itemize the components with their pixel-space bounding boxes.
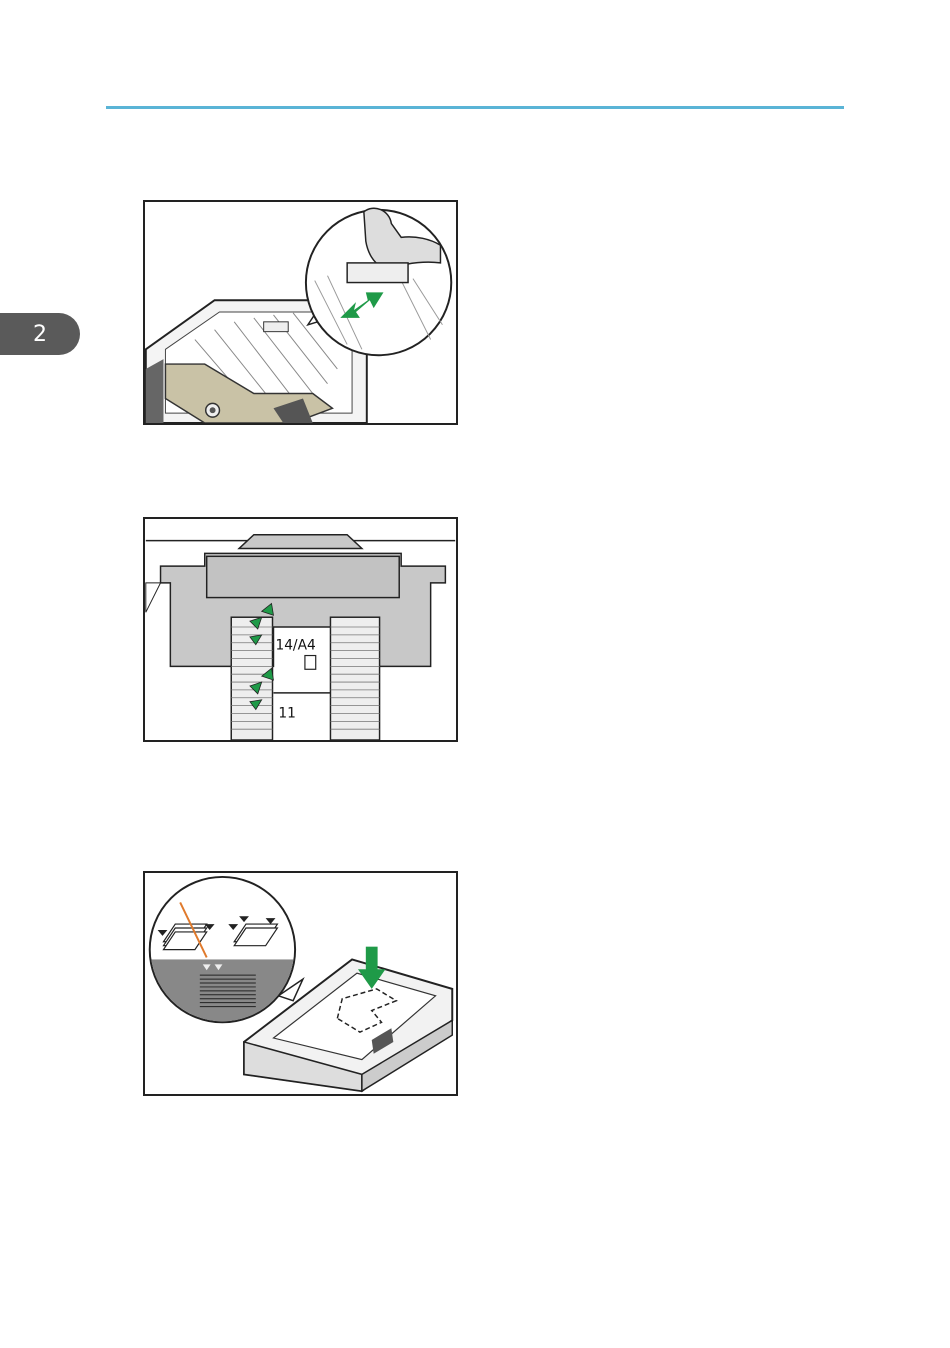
size-label-primary: 14/A4: [275, 638, 315, 654]
paper-orientation-icon: [305, 656, 316, 670]
load-paper-illustration: [145, 873, 456, 1094]
figure-load-paper: [143, 871, 458, 1096]
size-label-secondary: 11: [278, 705, 296, 721]
header-rule: [106, 106, 844, 109]
end-guide-illustration: [145, 202, 456, 423]
figure-side-guide: 14/A4 11: [143, 517, 458, 742]
figure-end-guide: [143, 200, 458, 425]
paper-stack-right: [330, 617, 379, 740]
chapter-tab: 2: [0, 313, 80, 355]
side-guide-illustration: 14/A4 11: [145, 519, 456, 740]
paper-stack-left: [231, 617, 272, 740]
